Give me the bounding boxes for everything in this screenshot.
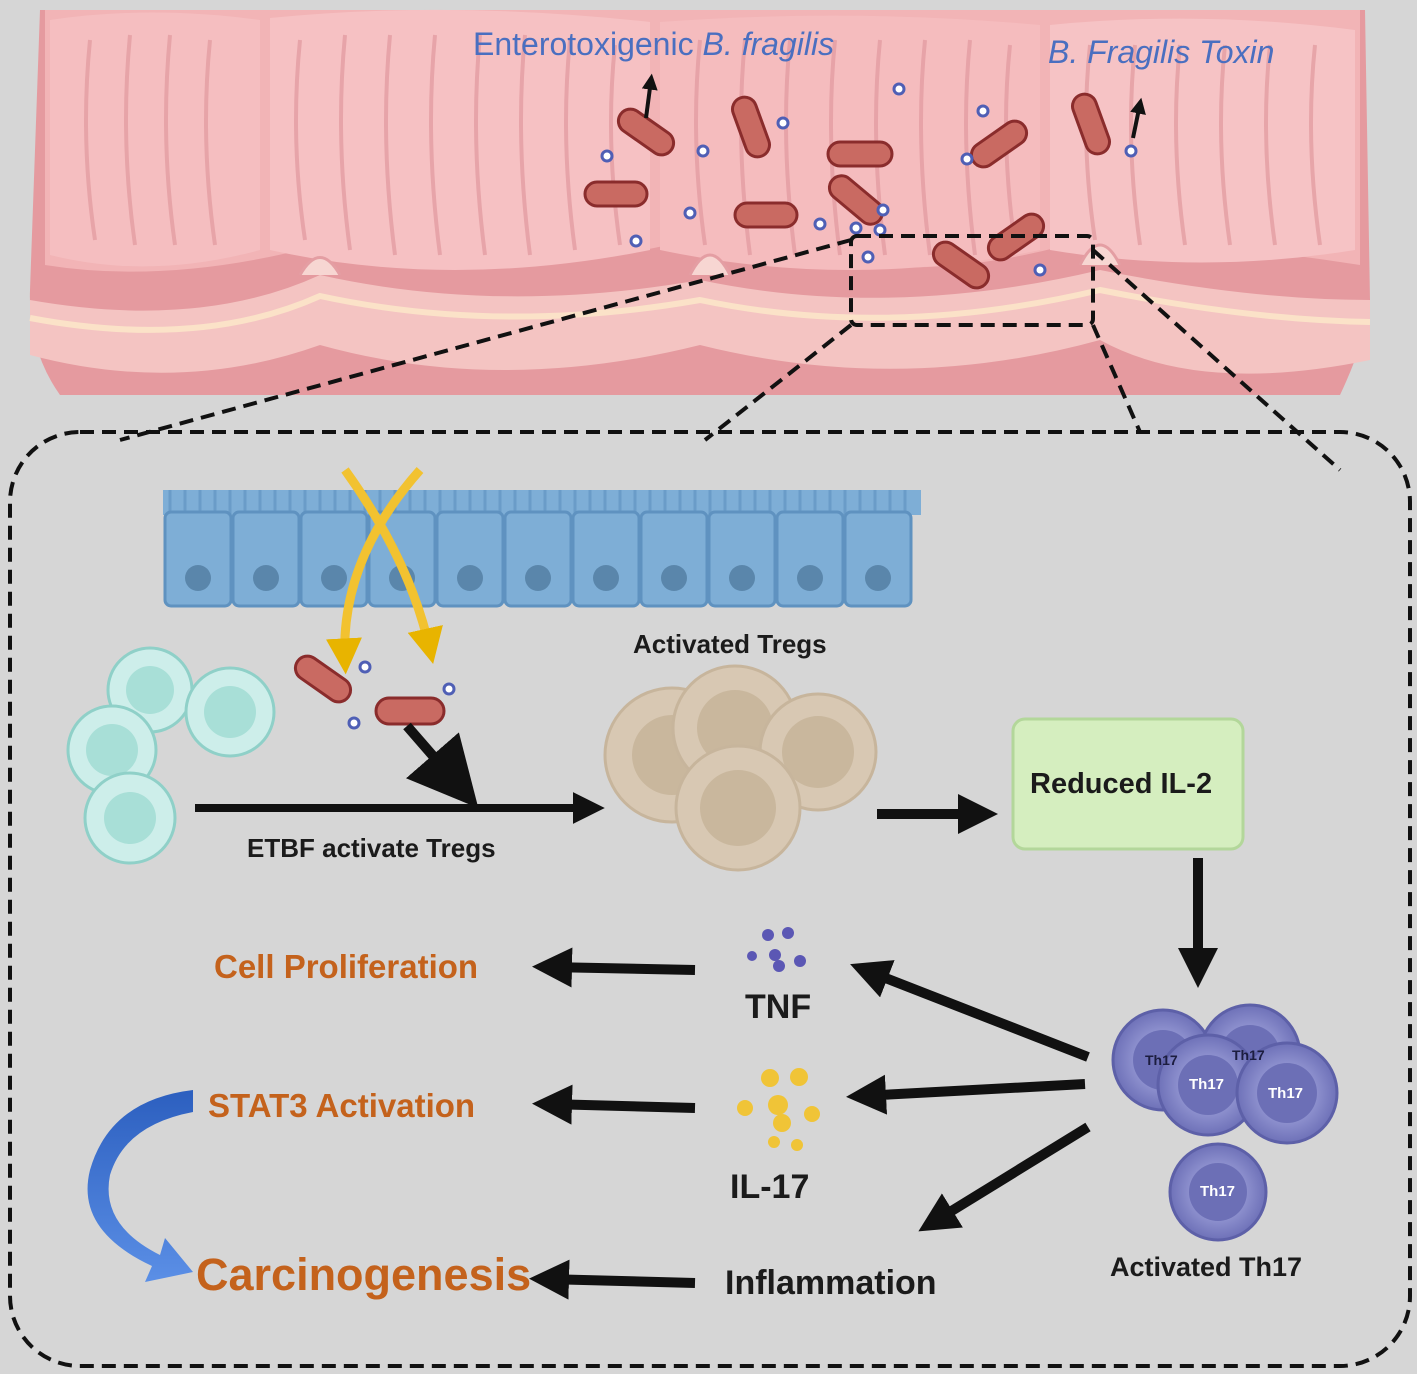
reduced-il2-label: Reduced IL-2 — [1030, 768, 1213, 800]
activated-tregs-label: Activated Tregs — [633, 629, 827, 659]
th17-cell-label-1: Th17 — [1145, 1052, 1178, 1068]
bacteria-to-flow-arrow — [403, 722, 479, 809]
toxin-particles — [600, 82, 1138, 277]
th17-cell-label-5: Th17 — [1200, 1183, 1236, 1200]
th17-cell-label-3: Th17 — [1189, 1076, 1225, 1093]
detail-panel — [8, 430, 1412, 1368]
activated-th17-label: Activated Th17 — [1110, 1252, 1303, 1282]
outcome-arrows — [529, 947, 696, 1300]
activated-tregs — [603, 664, 878, 872]
il17-label: IL-17 — [730, 1168, 810, 1206]
crossing-arrow-left — [325, 467, 424, 675]
reduced-il2-box — [1011, 717, 1245, 851]
tnf-label: TNF — [745, 988, 812, 1026]
th17-cell-label-2: Th17 — [1232, 1047, 1265, 1063]
panel-bacteria — [293, 654, 446, 726]
activated-th17-cells — [1111, 1003, 1339, 1242]
toxin-label: B. Fragilis Toxin — [1048, 34, 1275, 70]
etbf-label: Enterotoxigenic B. fragilis — [473, 26, 835, 62]
crossing-arrow-right — [341, 467, 443, 665]
toxin-arrow — [1130, 97, 1146, 139]
zoom-box — [849, 234, 1095, 327]
th17-arrows — [846, 960, 1091, 1232]
stat3-to-carcinogenesis-arrow — [87, 1090, 193, 1282]
tnf-particles — [747, 927, 806, 972]
etbf-activate-label: ETBF activate Tregs — [247, 833, 496, 863]
epithelium — [163, 490, 921, 608]
inflammation-label: Inflammation — [725, 1264, 937, 1302]
th17-cell-label-4: Th17 — [1268, 1085, 1304, 1102]
stat3-activation-label: STAT3 Activation — [208, 1087, 476, 1124]
resting-tregs — [66, 646, 276, 865]
etbf-arrow — [641, 73, 658, 119]
cell-proliferation-label: Cell Proliferation — [214, 948, 479, 985]
il17-particles — [737, 1068, 820, 1151]
carcinogenesis-label: Carcinogenesis — [196, 1249, 532, 1300]
